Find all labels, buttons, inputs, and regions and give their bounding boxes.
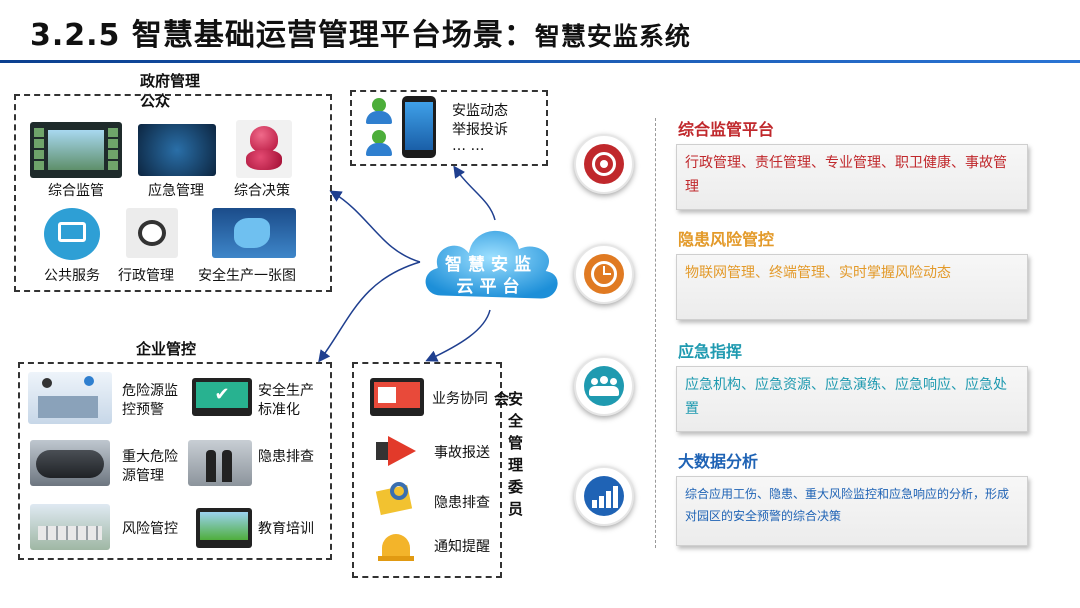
- gov-item-label: 应急管理: [148, 183, 204, 199]
- arrow-to-committee: [425, 309, 491, 362]
- report-line: 安监动态: [452, 103, 508, 119]
- arrow-to-enterprise: [318, 261, 421, 363]
- section-icon-circle: [574, 466, 634, 526]
- check-monitor-icon: ✔: [192, 378, 252, 416]
- enterprise-item-label: 危险源监: [122, 383, 178, 399]
- smartphone-icon: [402, 96, 436, 158]
- storage-tank-icon: [30, 440, 110, 486]
- section-divider-line: [655, 118, 657, 548]
- enterprise-item-label: 风险管控: [122, 521, 178, 537]
- committee-char: 全: [508, 412, 524, 430]
- committee-prefix: 会: [494, 390, 510, 408]
- user-icon: [364, 98, 394, 124]
- section-title: 隐患风险管控: [678, 230, 775, 249]
- gov-box: [14, 94, 332, 292]
- report-line: 举报投诉: [452, 122, 508, 138]
- gov-item-label: 公共服务: [44, 268, 100, 284]
- enterprise-item-label: 重大危险: [122, 449, 178, 465]
- red-pin-icon: [236, 120, 292, 178]
- arrow-to-gov: [329, 190, 421, 263]
- enterprise-item-label: 隐患排查: [258, 449, 314, 465]
- title-main: 3.2.5 智慧基础运营管理平台场景：: [30, 18, 535, 53]
- cloud-platform-icon: [422, 227, 561, 302]
- gov-item-label: 安全生产一张图: [198, 268, 296, 284]
- section-title: 大数据分析: [678, 452, 759, 471]
- committee-char: 员: [508, 500, 524, 518]
- bell-icon: [378, 530, 414, 564]
- enterprise-item-label: 控预警: [122, 402, 164, 418]
- section-icon-circle: [574, 244, 634, 304]
- report-box: [350, 90, 548, 166]
- training-screen-icon: [196, 508, 252, 548]
- committee-vertical-label: 安 全 管 理 委 员: [508, 388, 528, 520]
- committee-char: 管: [508, 434, 524, 452]
- safety-map-icon: [212, 208, 296, 258]
- section-icon-circle: [574, 134, 634, 194]
- committee-char: 委: [508, 478, 524, 496]
- cloud-label-1: 智慧安监: [445, 255, 537, 275]
- gov-item-label: 综合决策: [234, 183, 290, 199]
- gov-heading-2: 公众: [140, 92, 171, 110]
- inspection-photo-icon: [188, 440, 252, 486]
- committee-item-label: 业务协同: [432, 391, 488, 407]
- enterprise-heading: 企业管控: [136, 340, 197, 358]
- network-map-icon: [138, 124, 216, 176]
- meeting-table-icon: [126, 208, 178, 258]
- gov-item-label: 综合监管: [48, 183, 104, 199]
- section-card: 应急机构、应急资源、应急演练、应急响应、应急处置: [676, 366, 1028, 432]
- enterprise-item-label: 安全生产: [258, 383, 314, 399]
- user-icon: [364, 130, 394, 156]
- people-icon: [584, 366, 624, 406]
- section-title: 应急指挥: [678, 342, 743, 361]
- enterprise-box: [18, 362, 332, 560]
- collaboration-screen-icon: [370, 378, 424, 416]
- section-card: 综合应用工伤、隐患、重大风险监控和应急响应的分析，形成对园区的安全预警的综合决策: [676, 476, 1028, 546]
- report-line: … …: [452, 138, 485, 154]
- megaphone-icon: [372, 434, 422, 468]
- section-card: 物联网管理、终端管理、实时掌握风险动态: [676, 254, 1028, 320]
- chart-up-icon: [584, 476, 624, 516]
- cloud-label-2: 云平台: [456, 277, 526, 297]
- title-divider: [0, 60, 1080, 63]
- page-title: 3.2.5 智慧基础运营管理平台场景：智慧安监系统: [30, 10, 691, 54]
- section-icon-circle: [574, 356, 634, 416]
- clock-icon: [584, 254, 624, 294]
- gov-heading-1: 政府管理: [140, 72, 201, 90]
- committee-item-label: 隐患排查: [434, 495, 490, 511]
- magnifier-folder-icon: [375, 480, 416, 518]
- committee-item-label: 通知提醒: [434, 539, 490, 555]
- hazard-monitor-icon: [28, 372, 112, 424]
- committee-box: [352, 362, 502, 578]
- public-service-icon: [44, 208, 100, 260]
- enterprise-item-label: 源管理: [122, 468, 164, 484]
- monitor-wall-icon: [30, 122, 122, 178]
- arrow-to-report: [453, 165, 496, 221]
- industrial-park-icon: [30, 504, 110, 550]
- title-sub: 智慧安监系统: [534, 22, 691, 51]
- enterprise-item-label: 教育培训: [258, 521, 314, 537]
- committee-item-label: 事故报送: [434, 445, 490, 461]
- enterprise-item-label: 标准化: [258, 402, 300, 418]
- committee-char: 理: [508, 456, 524, 474]
- gov-item-label: 行政管理: [118, 268, 174, 284]
- target-icon: [584, 144, 624, 184]
- section-card: 行政管理、责任管理、专业管理、职卫健康、事故管理: [676, 144, 1028, 210]
- section-title: 综合监管平台: [678, 120, 775, 139]
- committee-char: 安: [508, 390, 524, 408]
